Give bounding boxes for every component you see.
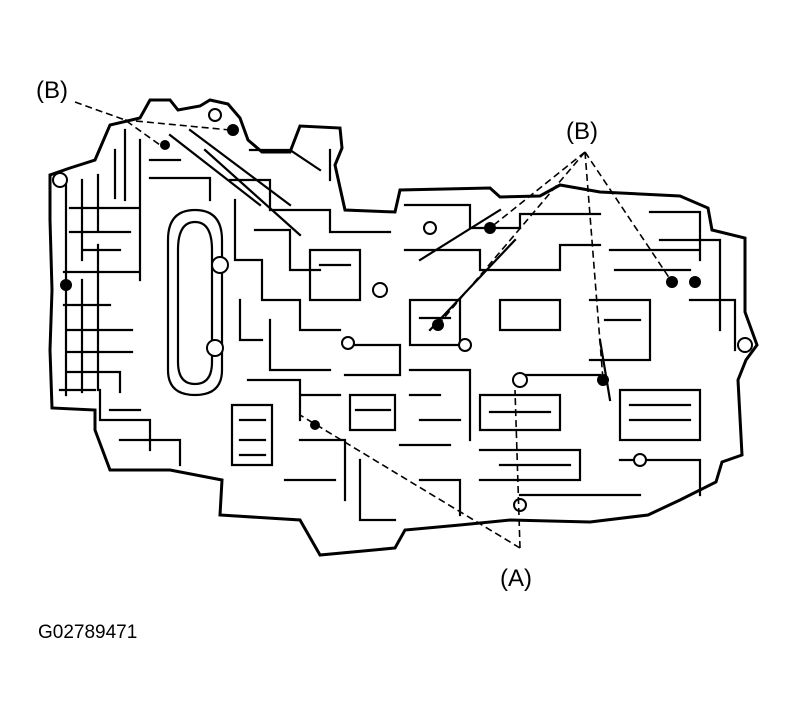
leader-lines-b-left [74, 101, 231, 146]
port-holes [52, 108, 753, 512]
callout-b-right: (B) [566, 118, 598, 145]
callout-b-left: (B) [36, 77, 68, 104]
callout-a: (A) [500, 565, 532, 592]
oval-cavity [166, 208, 224, 397]
figure-id: G02789471 [38, 622, 137, 643]
leader-lines-b-right [437, 151, 673, 381]
leader-lines-a [299, 389, 521, 549]
oval-cavity-inner [176, 220, 214, 386]
channel-group-middle [228, 148, 402, 522]
diagonal-passages [168, 128, 517, 332]
